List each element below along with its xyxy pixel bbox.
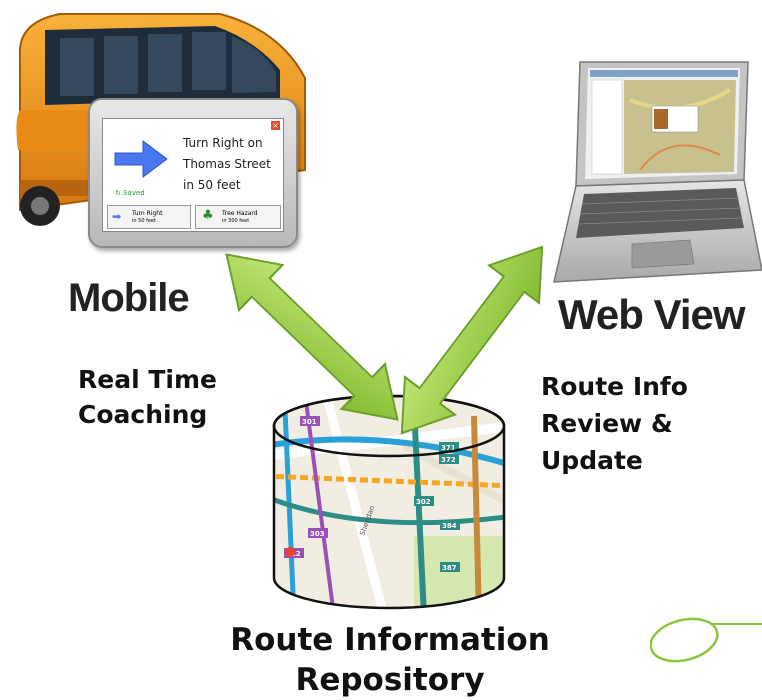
- route-label: 303: [310, 530, 325, 538]
- instruction-line: Thomas Street: [183, 157, 271, 171]
- label-line: Real Time: [78, 365, 217, 394]
- decorative-swoosh: [650, 617, 762, 663]
- next-turn-button[interactable]: ➡ Turn Right in 50 feet: [107, 205, 191, 229]
- title-line: Route Information: [230, 622, 550, 658]
- label-line: Coaching: [78, 400, 208, 429]
- label-line: Route Info: [541, 372, 688, 401]
- map-marker-icon: [285, 547, 295, 557]
- repository-cylinder: 371 372 301 312 303 302 384 387 Sheridan: [272, 394, 506, 610]
- device-screen: × Turn Right on Thomas Street in 50 feet…: [102, 118, 284, 232]
- mobile-device: × Turn Right on Thomas Street in 50 feet…: [88, 98, 298, 248]
- next-turn-distance: in 50 feet: [132, 218, 156, 224]
- web-view-label: Web View: [558, 291, 746, 338]
- hazard-label: Tree Hazard: [222, 210, 258, 217]
- close-icon[interactable]: ×: [271, 121, 280, 130]
- small-arrow-icon: ➡: [112, 210, 122, 223]
- tree-icon: ♣: [202, 208, 214, 223]
- instruction-line: in 50 feet: [183, 178, 241, 192]
- route-label: 371: [441, 444, 456, 452]
- mobile-sync-arrow-icon: [203, 230, 421, 444]
- mobile-label: Mobile: [68, 276, 190, 320]
- laptop-illustration: [553, 61, 762, 283]
- route-label: 384: [442, 522, 457, 530]
- repository-title: Route Information Repository: [190, 620, 590, 700]
- turn-instruction: Turn Right on Thomas Street in 50 feet: [183, 133, 271, 196]
- web-sync-arrow-icon: [375, 227, 569, 453]
- label-line: Update: [541, 446, 643, 475]
- hazard-button[interactable]: ♣ Tree Hazard in 300 feet: [195, 205, 281, 229]
- next-turn-label: Turn Right: [132, 210, 163, 217]
- route-label: 301: [302, 418, 317, 426]
- real-time-coaching-label: Real Time Coaching: [78, 362, 217, 432]
- route-label: 302: [416, 498, 431, 506]
- refresh-icon: ↻: [115, 189, 121, 197]
- label-line: Review &: [541, 409, 673, 438]
- route-info-label: Route Info Review & Update: [541, 368, 688, 479]
- route-label: 387: [442, 564, 457, 572]
- title-line: Repository: [295, 662, 485, 698]
- route-label: 372: [441, 456, 456, 464]
- turn-right-arrow-icon: [114, 140, 168, 178]
- status-badge: ↻ Saved: [115, 189, 145, 197]
- instruction-line: Turn Right on: [183, 136, 263, 150]
- status-text: Saved: [123, 189, 145, 197]
- hazard-distance: in 300 feet: [222, 218, 250, 224]
